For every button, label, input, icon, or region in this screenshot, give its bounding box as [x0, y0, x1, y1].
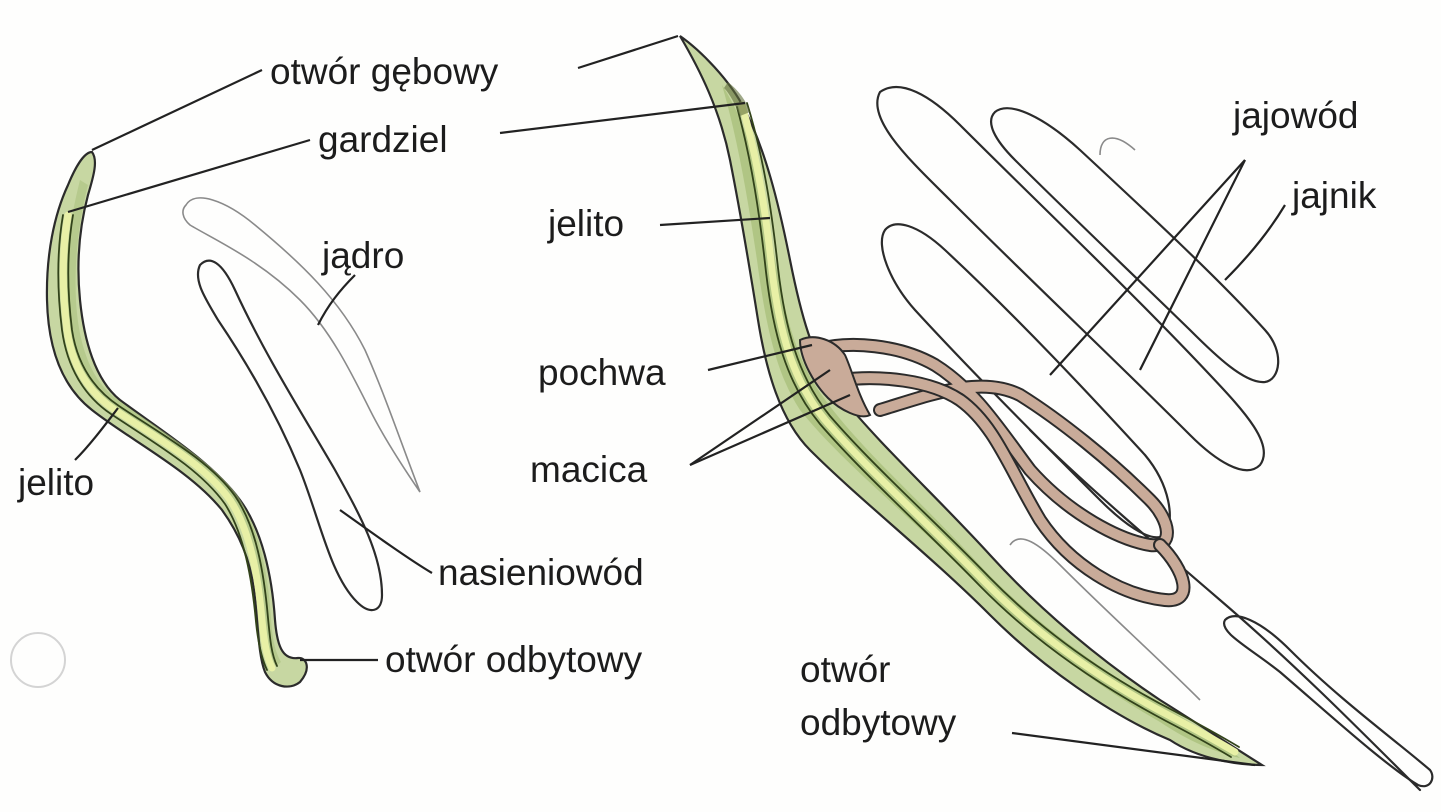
female-worm: [680, 36, 1432, 790]
label-female-intestine: jelito: [547, 203, 624, 244]
male-vas-deferens-shape: [198, 261, 382, 610]
label-female-ovary: jajnik: [1291, 175, 1377, 216]
labels: otwór gębowy gardziel jądro jelito nasie…: [17, 51, 1377, 743]
leader-male-mouth: [92, 70, 262, 150]
female-ovary-tail-1: [1100, 138, 1135, 155]
margin-circle: [11, 633, 65, 687]
leader-female-oviduct-b: [1140, 160, 1245, 370]
leader-male-vas-deferens: [340, 510, 432, 573]
leader-male-testis: [318, 275, 355, 325]
label-female-uterus: macica: [530, 449, 648, 490]
label-female-vagina: pochwa: [538, 352, 666, 393]
label-male-testis: jądro: [321, 235, 404, 276]
label-male-mouth: otwór gębowy: [270, 51, 499, 92]
male-worm: [47, 152, 420, 687]
male-intestine-shape: [63, 215, 272, 668]
leader-lines: [68, 36, 1285, 765]
label-female-anus-line1: otwór: [800, 649, 890, 690]
label-male-anus: otwór odbytowy: [385, 639, 643, 680]
leader-male-intestine: [75, 408, 118, 460]
female-ovary-tail-2: [1030, 430, 1420, 790]
label-male-vas-deferens: nasieniowód: [438, 552, 644, 593]
label-male-pharynx: gardziel: [318, 119, 448, 160]
male-intestine-edge-b: [68, 215, 277, 666]
female-ovary-loop-1: [877, 87, 1264, 470]
label-female-oviduct: jajowód: [1232, 95, 1358, 136]
leader-female-pharynx: [500, 103, 745, 133]
leader-female-mouth: [578, 36, 678, 68]
leader-female-ovary: [1225, 205, 1285, 280]
leader-female-oviduct-a: [1050, 160, 1245, 375]
label-female-anus-line2: odbytowy: [800, 702, 957, 743]
male-body-inner-band: [66, 180, 281, 666]
label-male-intestine: jelito: [17, 462, 94, 503]
